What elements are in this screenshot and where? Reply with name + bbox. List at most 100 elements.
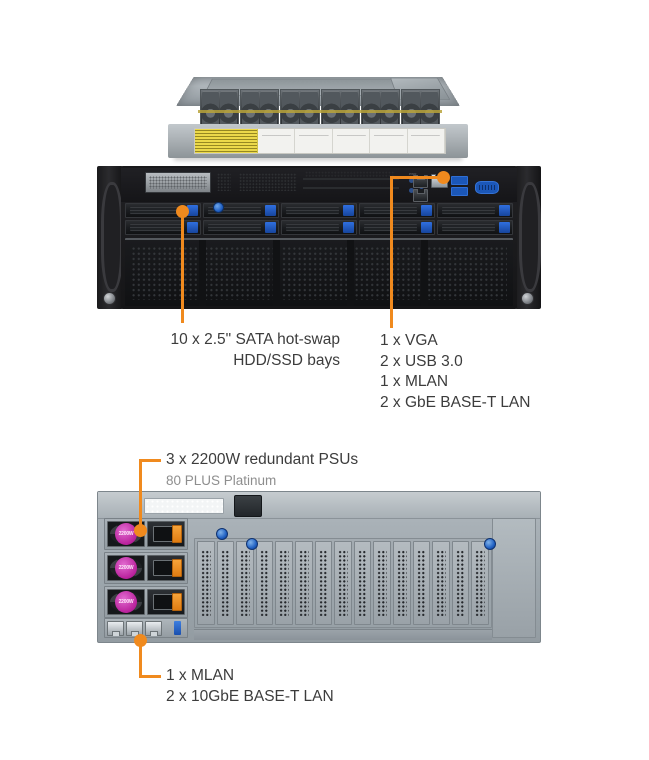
mesh-divider	[421, 240, 428, 306]
lan-port-icon	[413, 189, 428, 202]
drive-latch-icon[interactable]	[343, 205, 354, 216]
pcie-slot[interactable]	[216, 541, 235, 625]
psu-power-socket-icon	[147, 521, 185, 547]
drive-latch-icon[interactable]	[421, 205, 432, 216]
pcie-slot[interactable]	[471, 541, 489, 625]
drive-grip	[442, 207, 495, 214]
drive-bay[interactable]	[359, 203, 435, 218]
fan-icon	[340, 91, 358, 127]
vga-port-icon	[475, 181, 499, 194]
service-diagram-panel	[295, 129, 333, 153]
psu-release-handle[interactable]	[172, 593, 182, 611]
slot-perforation	[416, 550, 427, 616]
service-diagram-panel	[258, 129, 296, 153]
drive-bay[interactable]	[281, 203, 357, 218]
front-io-callout-line	[390, 176, 393, 328]
fan-icon	[420, 91, 439, 127]
drive-latch-icon[interactable]	[265, 222, 276, 233]
pcie-slot[interactable]	[314, 541, 333, 625]
rack-ear-left	[97, 166, 123, 309]
fan-bracket-bar	[198, 110, 442, 113]
usb3-port-icon	[451, 187, 468, 196]
drive-latch-icon[interactable]	[187, 205, 198, 216]
service-diagram-panel	[332, 129, 371, 153]
rack-screw-icon	[521, 292, 534, 305]
chassis-thumbscrew-icon	[213, 202, 224, 213]
mesh-divider	[273, 240, 280, 306]
drive-bay[interactable]	[281, 220, 357, 235]
rear-thumbscrew-icon[interactable]	[216, 528, 228, 540]
psu-stack: 2200W 2200W 22	[104, 518, 188, 618]
pcie-slot[interactable]	[412, 541, 431, 625]
slot-perforation	[357, 550, 368, 616]
slot-perforation	[396, 550, 407, 616]
psu-module[interactable]: 2200W	[104, 552, 188, 584]
drive-latch-icon[interactable]	[499, 222, 510, 233]
pcie-slot[interactable]	[275, 541, 293, 625]
mesh-divider	[199, 240, 206, 306]
fan-module	[360, 89, 400, 129]
rear-blue-tab[interactable]	[174, 621, 181, 635]
drive-latch-icon[interactable]	[421, 222, 432, 233]
psu-module[interactable]: 2200W	[104, 518, 188, 550]
usb3-port-icon	[451, 176, 468, 185]
slot-perforation	[279, 550, 289, 616]
rear-thumbscrew-icon[interactable]	[484, 538, 496, 550]
drive-bay[interactable]	[437, 203, 513, 218]
rear-top-vent	[144, 498, 224, 514]
pcie-slot[interactable]	[451, 541, 470, 625]
drive-bay[interactable]	[437, 220, 513, 235]
fan-icon	[362, 91, 380, 127]
fan-module	[200, 89, 240, 129]
slot-perforation	[338, 550, 348, 616]
pcie-slot[interactable]	[373, 541, 391, 625]
drive-bay[interactable]	[125, 203, 201, 218]
drive-grip	[130, 224, 183, 231]
front-io-strip: PWR	[121, 168, 517, 202]
fan-icon	[300, 91, 318, 127]
fan-module	[280, 89, 320, 129]
rack-screw-icon	[103, 292, 116, 305]
display-dot-matrix	[149, 176, 207, 189]
status-led-icon	[409, 188, 414, 193]
fan-icon	[380, 91, 398, 127]
pcie-slot[interactable]	[294, 541, 313, 625]
pcie-slot[interactable]	[255, 541, 274, 625]
slot-perforation	[220, 550, 231, 616]
drive-bay[interactable]	[125, 220, 201, 235]
rack-handle-icon	[101, 182, 123, 292]
rack-ear-right	[515, 166, 541, 309]
drive-grip	[130, 207, 183, 214]
psu-wattage-label: 2200W	[115, 591, 137, 613]
psu-callout-dot	[134, 524, 147, 537]
drive-latch-icon[interactable]	[187, 222, 198, 233]
front-io-callout-line	[390, 176, 440, 179]
drive-latch-icon[interactable]	[343, 222, 354, 233]
drive-bay-column	[359, 203, 435, 235]
pcie-slot[interactable]	[392, 541, 411, 625]
fan-icon	[322, 91, 340, 127]
pcie-slot[interactable]	[197, 541, 215, 625]
pcie-slot[interactable]	[353, 541, 372, 625]
psu-module[interactable]: 2200W	[104, 586, 188, 618]
rear-thumbscrew-icon[interactable]	[246, 538, 258, 550]
drive-bay-column	[281, 203, 357, 235]
psu-release-handle[interactable]	[172, 559, 182, 577]
pcie-slot[interactable]	[236, 541, 254, 625]
front-io-callout-dot	[437, 171, 450, 184]
drive-bay[interactable]	[203, 220, 279, 235]
slot-perforation	[455, 550, 466, 616]
drive-latch-icon[interactable]	[265, 205, 276, 216]
psu-release-handle[interactable]	[172, 525, 182, 543]
rear-chassis-body: 2200W 2200W 22	[97, 491, 541, 643]
service-diagram-panel	[407, 129, 445, 153]
drive-bay[interactable]	[359, 220, 435, 235]
drive-latch-icon[interactable]	[499, 205, 510, 216]
rear-lan-callout-text: 1 x MLAN 2 x 10GbE BASE-T LAN	[166, 667, 334, 705]
top-product-image: PWR	[0, 0, 649, 328]
fan-icon	[402, 91, 420, 127]
pcie-slot[interactable]	[334, 541, 352, 625]
pcie-slot[interactable]	[432, 541, 450, 625]
front-panel-display	[145, 172, 211, 193]
